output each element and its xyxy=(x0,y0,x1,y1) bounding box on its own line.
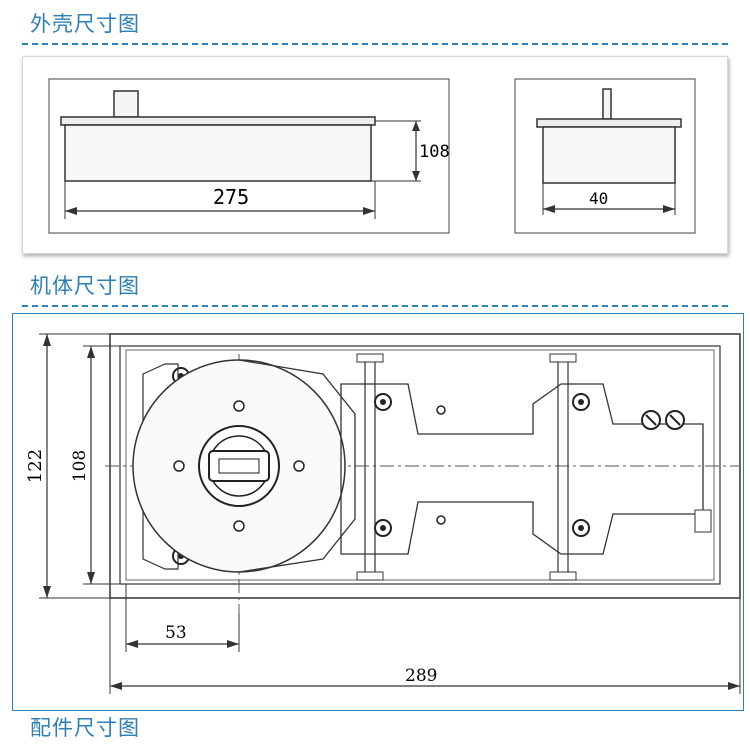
front-view-housing xyxy=(64,124,372,182)
adjust-screw-1-slot xyxy=(645,414,657,426)
side-view-housing xyxy=(542,126,676,184)
housing-inner-outline xyxy=(125,349,715,581)
offset-arrow-right xyxy=(227,640,239,648)
body-drawing-panel: 122 108 53 289 xyxy=(12,313,744,711)
body-hole-right xyxy=(293,460,305,472)
inner-height-label: 108 xyxy=(70,450,90,482)
shell-drawing: 108 275 40 xyxy=(48,78,696,234)
height-label: 108 xyxy=(419,142,450,162)
body-title-divider xyxy=(22,305,728,307)
left-rod-cap-top xyxy=(356,353,384,363)
width-label: 40 xyxy=(589,189,608,208)
inner-height-arrow-bottom xyxy=(87,572,95,584)
outer-height-arrow-bottom xyxy=(43,586,51,598)
shell-title-divider xyxy=(22,43,728,45)
front-view-cover-plate xyxy=(60,116,376,126)
parts-dimensions-title: 配件尺寸图 xyxy=(30,716,140,740)
offset-label: 53 xyxy=(165,623,187,643)
body-hole-left xyxy=(173,460,185,472)
arm-screw-1-center xyxy=(380,399,386,405)
arm-screw-3-center xyxy=(578,399,584,405)
overall-arrow-right xyxy=(728,682,740,690)
outer-height-label: 122 xyxy=(25,449,46,483)
front-view-spindle xyxy=(113,90,139,118)
right-rod-cap-bottom xyxy=(549,571,577,581)
side-view-spindle xyxy=(602,88,612,120)
right-end-fitting xyxy=(694,509,712,533)
body-dimensions-title: 机体尺寸图 xyxy=(30,274,140,298)
inner-height-arrow-top xyxy=(87,346,95,358)
length-label: 275 xyxy=(213,185,249,209)
outer-height-arrow-top xyxy=(43,334,51,346)
side-view-frame xyxy=(514,78,696,234)
width-arrow-left xyxy=(543,205,555,213)
width-arrow-right xyxy=(663,205,675,213)
spindle-slot-inner xyxy=(218,458,260,474)
length-arrow-left xyxy=(65,207,77,215)
overall-arrow-left xyxy=(110,682,122,690)
arm-screw-4-center xyxy=(578,525,584,531)
side-view-cover-plate xyxy=(536,118,682,128)
front-view-frame xyxy=(48,78,450,234)
body-drawing: 122 108 53 289 xyxy=(25,333,741,694)
left-bracket xyxy=(142,363,179,570)
body-hole-bottom xyxy=(233,520,245,532)
shell-dimensions-title: 外壳尺寸图 xyxy=(30,12,140,36)
overall-length-label: 289 xyxy=(405,666,437,686)
adjust-screw-2-slot xyxy=(669,414,681,426)
body-hole-top xyxy=(233,400,245,412)
length-arrow-right xyxy=(363,207,375,215)
arm-pin-bottom xyxy=(436,515,446,525)
offset-arrow-left xyxy=(126,640,138,648)
left-rod-cap-bottom xyxy=(356,571,384,581)
arm-screw-2-center xyxy=(380,525,386,531)
housing-outline xyxy=(119,345,721,585)
main-body-flange xyxy=(238,359,356,573)
height-arrow-bottom xyxy=(412,171,420,181)
arm-assembly xyxy=(340,383,704,555)
right-rod-cap-top xyxy=(549,353,577,363)
height-arrow-top xyxy=(412,121,420,131)
arm-pin-top xyxy=(436,405,446,415)
shell-drawing-panel: 108 275 40 xyxy=(22,56,728,254)
